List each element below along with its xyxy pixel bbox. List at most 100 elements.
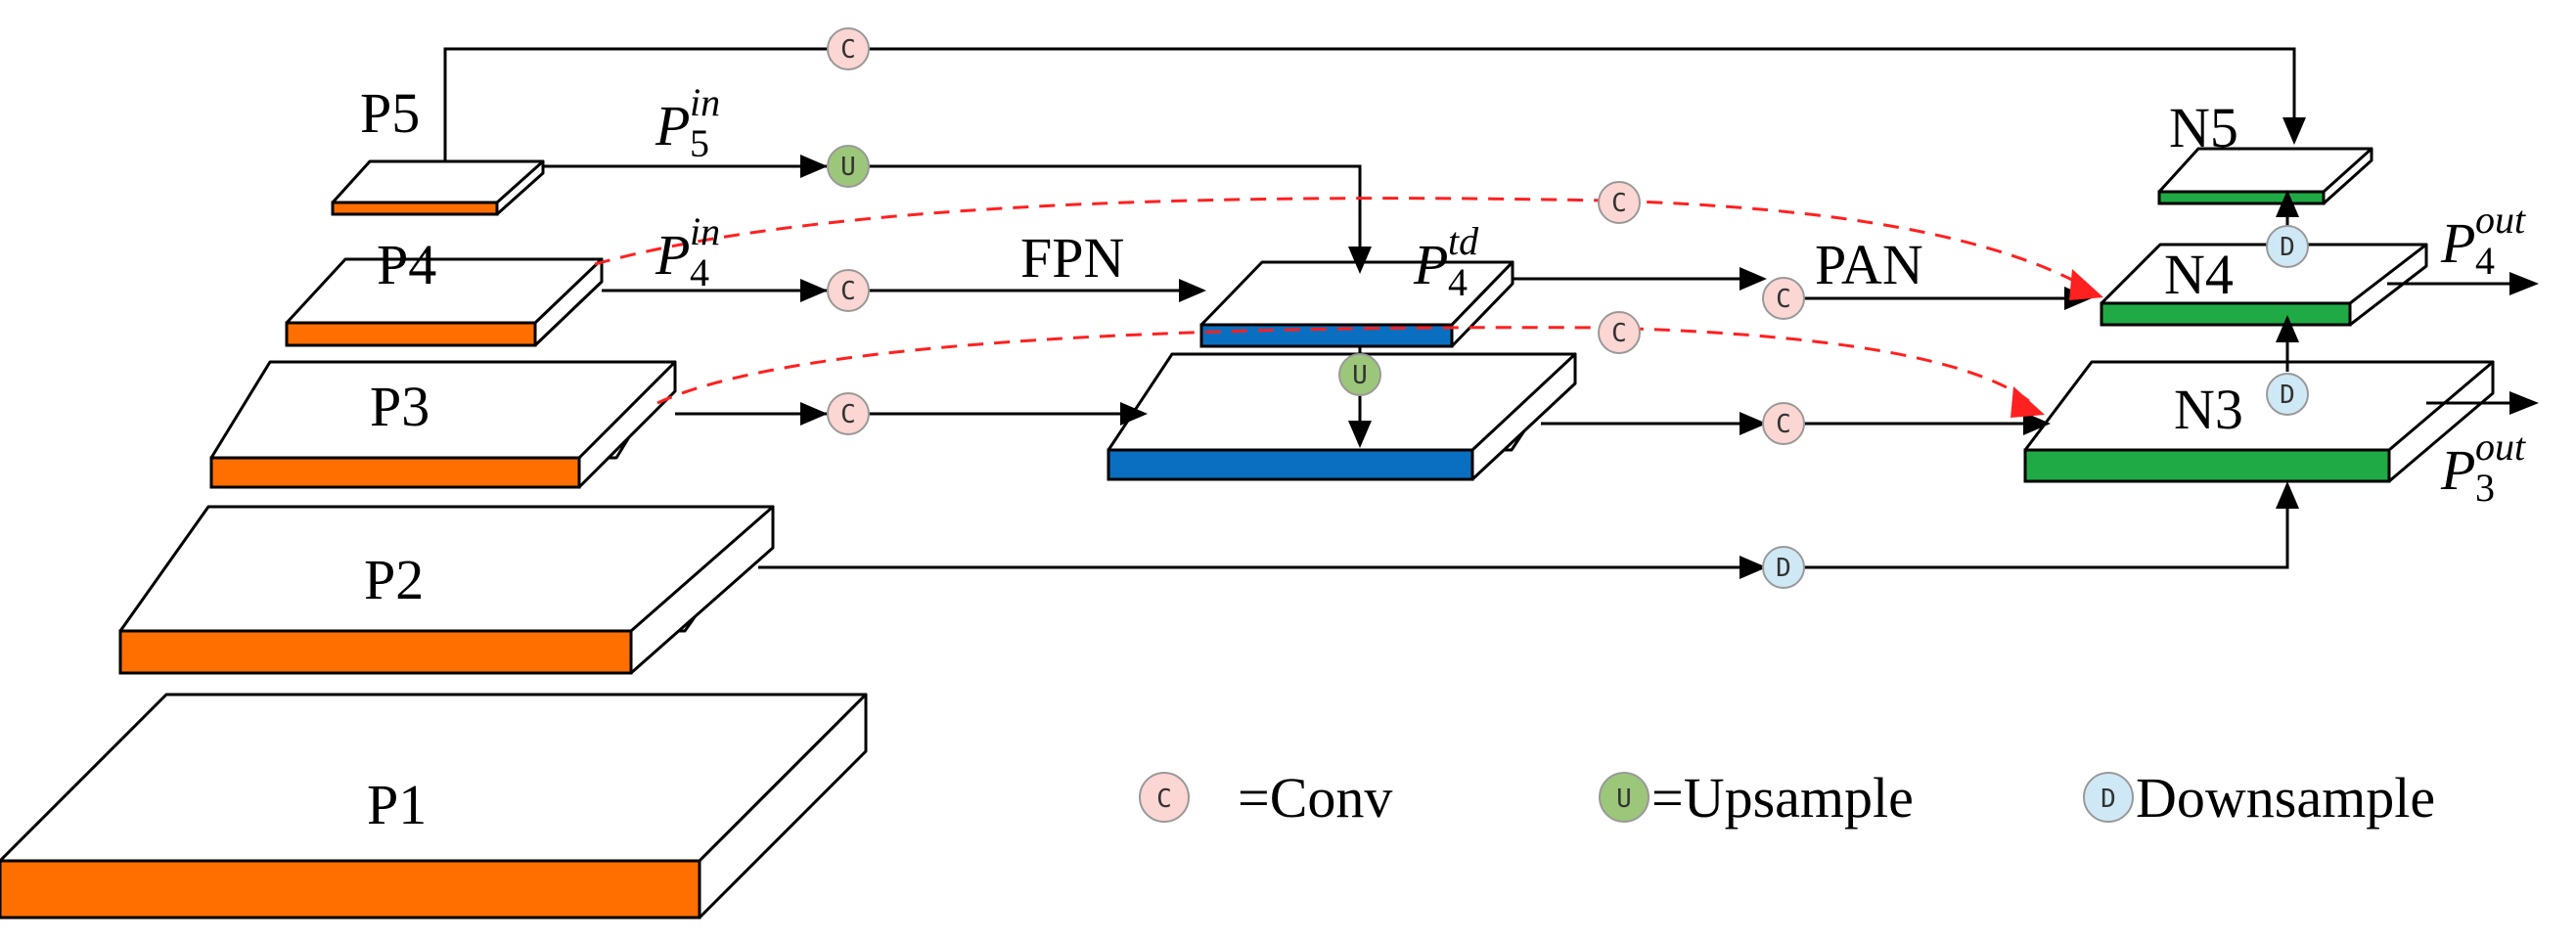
label-p4-out-base: P: [2440, 211, 2475, 275]
arrowhead-pan-c: [1740, 267, 1767, 291]
layer-p1: P1: [0, 693, 868, 920]
conv-node-pan-p4: [1762, 277, 1805, 320]
label-p4-td-sub: 4: [1448, 260, 1468, 304]
downsample-node-n4-label: D: [2280, 233, 2295, 262]
label-p3-out-sup: out: [2475, 425, 2526, 469]
arrowhead-p3-c: [800, 402, 828, 426]
label-p4-in-base: P: [655, 223, 690, 287]
conv-node: C: [1598, 311, 1641, 354]
label-p5-in-sub: 5: [690, 121, 709, 165]
fpn-layer-p3: [1107, 352, 1577, 481]
label-p4-in-sub: 4: [690, 250, 709, 294]
arrowhead-c-n3: [1740, 412, 1767, 435]
label-n5: N5: [2169, 96, 2238, 159]
layer-p1-edge: [0, 859, 701, 920]
upsample-node-fpn-label: U: [1352, 361, 1368, 390]
label-p5-in: P in 5: [655, 80, 720, 165]
label-p4-out-sub: 4: [2475, 239, 2495, 283]
conv-node: C: [827, 27, 870, 70]
pan-layer-n4-edge: [2100, 301, 2352, 327]
conv-node: C: [1762, 402, 1805, 445]
conv-node-skip-p3: [1598, 311, 1641, 354]
line-p5-up: [443, 47, 829, 161]
arrowhead-fpn: [1179, 279, 1206, 302]
layer-p3-edge: [209, 456, 581, 489]
arrowhead-up-n5: [2276, 190, 2299, 217]
label-n4: N4: [2164, 243, 2234, 306]
layer-p2: P2: [118, 505, 775, 675]
legend: C =Conv U =Upsample D Downsample: [1139, 766, 2435, 830]
arrowhead-n3: [2023, 412, 2051, 435]
label-fpn: FPN: [1020, 226, 1124, 290]
conv-node: C: [1762, 277, 1805, 320]
arrowhead-out-p4: [2509, 272, 2539, 295]
legend-downsample-icon: [2083, 772, 2134, 823]
conv-node-pan-p3: [1762, 402, 1805, 445]
label-pan: PAN: [1815, 233, 1923, 296]
label-p1: P1: [367, 773, 427, 836]
arrowhead-dashed-n4: [2069, 269, 2103, 300]
layer-p3: P3: [209, 360, 677, 489]
math-labels: P in 5 P in 4 P td 4 P out 4 P out 3 FPN…: [655, 80, 2526, 510]
conv-node-p4: [827, 269, 870, 312]
legend-downsample: D Downsample: [2083, 766, 2435, 830]
line-top-to-n5: [868, 47, 2296, 135]
arrowhead-up-n4: [2276, 315, 2299, 342]
backbone-layers: P1 P2 P3 P4 P5: [0, 81, 868, 920]
arrowhead-out-p3: [2509, 391, 2539, 415]
downsample-node-p2: [1762, 546, 1805, 589]
dashed-p4-to-n4: [594, 197, 2095, 293]
label-p4-out-sup: out: [2475, 198, 2526, 242]
conv-node-skip-p3-label: C: [1611, 319, 1627, 348]
pan-layer-n4: N4: [2100, 243, 2428, 327]
line-d-to-n3: [1803, 497, 2289, 569]
arrowhead-d: [1740, 556, 1767, 579]
label-p3-out: P out 3: [2440, 425, 2526, 510]
upsample-node: U: [827, 145, 870, 188]
legend-conv-label: =Conv: [1238, 766, 1392, 830]
pan-layer-n5-edge: [2157, 190, 2326, 205]
legend-upsample-label: =Upsample: [1651, 766, 1914, 830]
layer-p4-edge: [285, 321, 537, 347]
label-p3: P3: [370, 375, 429, 438]
line-u-to-p4td: [869, 164, 1362, 266]
arrowhead-n5: [2282, 117, 2306, 145]
upsample-node-p5-label: U: [840, 153, 856, 182]
label-p4-td-sup: td: [1448, 219, 1479, 263]
conv-node: C: [827, 269, 870, 312]
label-p4-td-base: P: [1413, 233, 1448, 296]
conv-node-p3-label: C: [840, 400, 856, 429]
legend-downsample-label: Downsample: [2136, 766, 2435, 830]
label-p2: P2: [364, 548, 424, 611]
label-p4-in: P in 4: [655, 209, 720, 294]
legend-conv-icon-label: C: [1156, 785, 1172, 814]
conv-node-pan-p3-label: C: [1776, 410, 1791, 439]
conv-node-skip-p4-label: C: [1611, 189, 1627, 218]
conv-node-top: [827, 27, 870, 70]
fpn-layers: [1107, 260, 1577, 481]
arrowhead-u-in: [800, 155, 828, 178]
conv-node: C: [1598, 181, 1641, 224]
arrowhead-p4td: [1348, 247, 1372, 274]
downsample-node: D: [1762, 546, 1805, 589]
conv-node-p4-label: C: [840, 277, 856, 306]
label-p4-td: P td 4: [1413, 219, 1479, 304]
layer-p2-edge: [118, 629, 633, 675]
connections: [443, 47, 2519, 569]
layer-p5: P5: [331, 81, 545, 216]
label-p4: P4: [377, 233, 436, 296]
downsample-node-p2-label: D: [1776, 554, 1791, 583]
label-p3-out-base: P: [2440, 438, 2475, 502]
legend-upsample-icon: [1599, 772, 1650, 823]
label-p4-in-sup: in: [690, 209, 720, 253]
upsample-node-p5: [827, 145, 870, 188]
legend-upsample-icon-label: U: [1616, 785, 1632, 814]
upsample-node: U: [1338, 353, 1381, 396]
dashed-p3-to-n3: [656, 326, 2036, 408]
label-p4-out: P out 4: [2440, 198, 2526, 283]
label-n3: N3: [2174, 378, 2243, 441]
upsample-node-fpn: [1338, 353, 1381, 396]
legend-conv: C =Conv: [1139, 766, 1392, 830]
arrowheads: [800, 37, 2539, 579]
legend-upsample: U =Upsample: [1599, 766, 1914, 830]
